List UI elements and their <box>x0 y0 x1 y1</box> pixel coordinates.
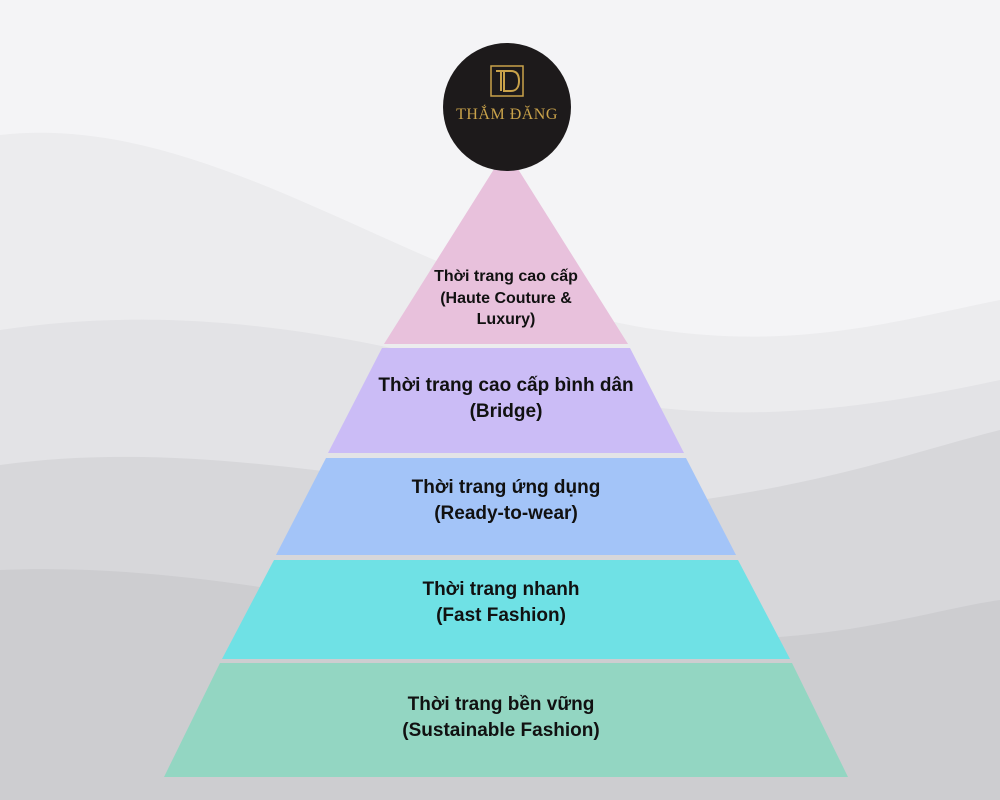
tier-1-shape <box>384 150 628 344</box>
tier-2-shape <box>328 348 684 453</box>
tier-3-title: Thời trang ứng dụng <box>411 477 601 498</box>
tier-5-label: Thời trang bền vững (Sustainable Fashion… <box>306 692 696 743</box>
tier-4-subtitle: (Fast Fashion) <box>436 604 566 626</box>
tier-2-label: Thời trang cao cấp bình dân (Bridge) <box>346 373 666 424</box>
tier-1-subtitle: (Haute Couture & <box>440 289 572 307</box>
logo-text: THẮM ĐĂNG <box>456 106 558 123</box>
tier-4-shape <box>222 560 790 659</box>
logo-monogram-icon <box>490 65 524 97</box>
tier-2-subtitle: (Bridge) <box>469 400 543 422</box>
brand-logo: THẮM ĐĂNG <box>443 43 571 171</box>
tier-5-shape <box>164 663 848 777</box>
tier-4-label: Thời trang nhanh (Fast Fashion) <box>316 577 686 628</box>
tier-1-title: Thời trang cao cấp <box>434 268 578 285</box>
tier-5-title: Thời trang bền vững <box>407 694 595 715</box>
tier-5-subtitle: (Sustainable Fashion) <box>402 719 600 741</box>
tier-3-subtitle: (Ready-to-wear) <box>434 502 578 524</box>
tier-1-label: Thời trang cao cấp (Haute Couture & Luxu… <box>386 266 626 331</box>
tier-4-title: Thời trang nhanh <box>422 579 580 600</box>
tier-2-title: Thời trang cao cấp bình dân <box>378 375 634 396</box>
tier-1-subtitle-cont: Luxury) <box>476 311 536 329</box>
tier-3-shape <box>276 458 736 555</box>
tier-3-label: Thời trang ứng dụng (Ready-to-wear) <box>336 475 676 526</box>
